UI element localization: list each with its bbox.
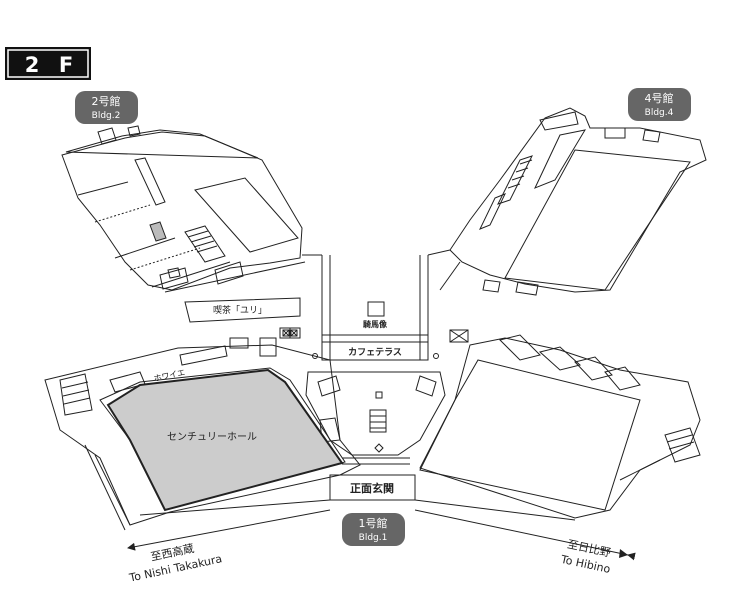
badge-bldg2: 2号館 Bldg.2 [75,91,138,124]
bldg4-ja: 4号館 [645,91,674,105]
floor-number: 2 [25,53,40,77]
left-wing [44,344,361,531]
label-statue: 騎馬像 [363,319,388,329]
arrow-right [414,509,636,561]
right-wing [419,334,701,519]
label-cafe-terrace: カフェテラス [348,347,402,358]
badge-bldg4: 4号館 Bldg.4 [628,88,691,121]
bldg2-ja: 2号館 [92,94,121,108]
bldg4-en: Bldg.4 [645,108,674,118]
label-main-entrance: 正面玄関 [350,481,394,495]
badge-bldg1: 1号館 Bldg.1 [342,513,405,546]
arrow-right-head [619,549,628,558]
floor-badge-bg [5,47,91,80]
bldg1-en: Bldg.1 [359,533,388,543]
building-2-plan [61,125,306,293]
century-hall-area [106,368,344,512]
central-connector [184,249,469,361]
arrow-left [127,509,331,551]
direction-left-label: 至西高蔵 To Nishi Takakura [127,541,223,585]
bldg2-en: Bldg.2 [92,111,121,121]
bldg1-ja: 1号館 [359,516,388,530]
direction-arrows [127,509,636,561]
floor-letter: F [59,53,73,77]
central-lobby [139,371,576,521]
floor-indicator: 2 F [5,47,91,80]
label-century-hall: センチュリーホール [167,431,257,443]
label-cafe-yuri: 喫茶「ユリ」 [213,304,267,316]
building-4-plan [439,107,707,296]
direction-right-label: 至日比野 To Hibino [559,538,612,576]
